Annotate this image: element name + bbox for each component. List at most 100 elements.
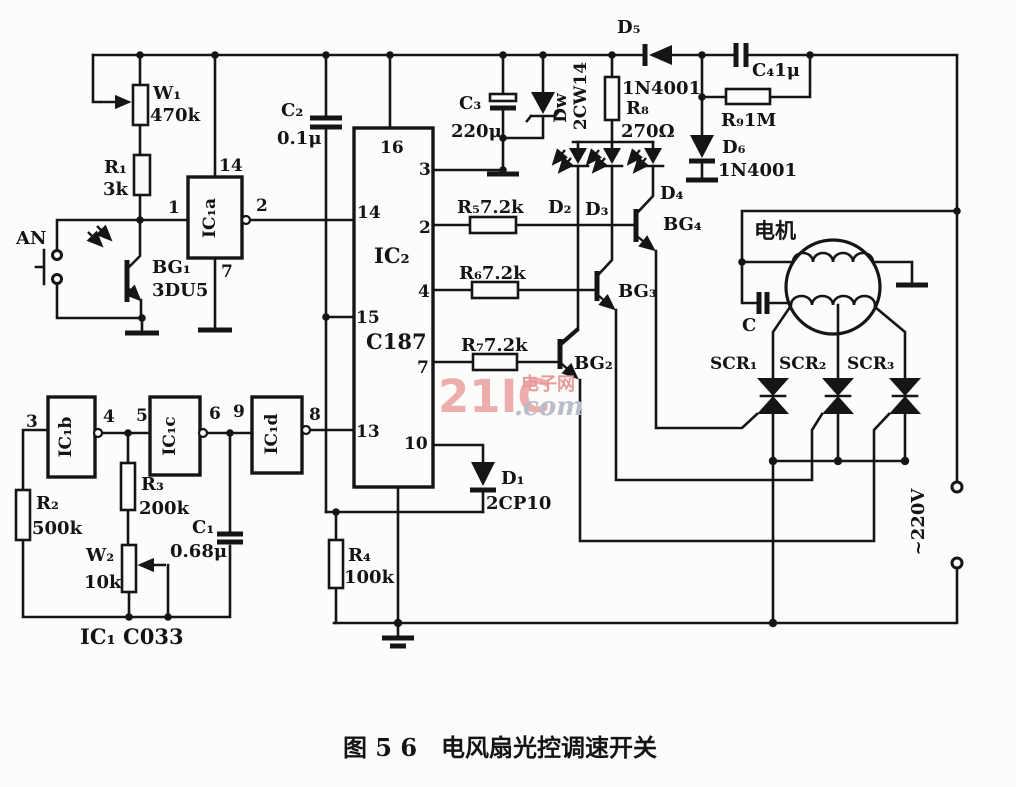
ic2-pin7: 7 — [417, 358, 429, 378]
r4-label: R₄ — [348, 545, 371, 566]
ic2-pin2: 2 — [419, 218, 431, 238]
wires — [21, 53, 959, 638]
d2-label: D₂ — [548, 197, 572, 218]
w1-label: W₁ — [152, 83, 181, 104]
bg1-value: 3DU5 — [152, 280, 208, 301]
c2-value: 0.1μ — [277, 128, 322, 149]
r1-label: R₁ — [104, 157, 127, 178]
an-label: AN — [15, 228, 46, 249]
osc-pin5: 5 — [136, 406, 148, 426]
resistor-r3 — [119, 461, 137, 512]
ic1d-gate — [250, 395, 312, 475]
r8-label: R₈ — [626, 98, 649, 119]
text-labels: AN W₁ 470k R₁ 3k BG₁ 3DU5 14 1 2 7 IC₁a … — [15, 17, 929, 649]
scr2-label: SCR₂ — [779, 354, 826, 374]
ic2-pin15: 15 — [356, 308, 380, 328]
resistor-r1 — [132, 153, 152, 197]
r3-label: R₃ — [141, 474, 164, 495]
diode-d6 — [689, 135, 715, 164]
ic2-chip — [352, 126, 435, 489]
ic2-pin13: 13 — [356, 422, 380, 442]
ic1a-label: IC₁a — [200, 198, 220, 238]
dw-value: 2CW14 — [571, 62, 591, 130]
c1-label: C₁ — [192, 517, 214, 538]
triac-scr3 — [889, 378, 921, 414]
resistor-r9 — [724, 87, 772, 106]
d6-value: 1N4001 — [718, 160, 797, 181]
ic2-pin4: 4 — [418, 282, 430, 302]
bg2-label: BG₂ — [574, 353, 613, 374]
capacitor-c4 — [733, 43, 749, 67]
ic2-pin10: 10 — [404, 434, 428, 454]
d4-label: D₄ — [660, 183, 684, 204]
ic1c-gate — [148, 395, 209, 477]
r6-label: R₆7.2k — [459, 263, 526, 284]
scr3-label: SCR₃ — [847, 354, 894, 374]
ic1a-pin14: 14 — [219, 156, 243, 176]
d3-label: D₃ — [585, 199, 609, 220]
resistor-r2 — [14, 488, 32, 542]
transistor-bg4 — [633, 209, 656, 252]
r1-value: 3k — [103, 179, 129, 200]
r2-value: 500k — [32, 518, 83, 539]
d1-value: 2CP10 — [486, 493, 551, 514]
resistor-r8 — [603, 75, 621, 122]
ground-symbols — [125, 171, 928, 649]
ic2-pin16: 16 — [380, 138, 404, 158]
c4-label: C₄1μ — [752, 60, 800, 81]
osc-pin6: 6 — [209, 404, 221, 424]
osc-pin8: 8 — [309, 405, 321, 425]
motor — [756, 238, 882, 336]
ic2-pin3: 3 — [419, 160, 431, 180]
watermark-brand: 21IC — [438, 370, 550, 423]
d1-label: D₁ — [501, 468, 525, 489]
transistor-bg3 — [594, 271, 616, 311]
ic1a-pin7: 7 — [221, 262, 233, 282]
w2-value: 10k — [84, 572, 122, 593]
ic1c-label: IC₁c — [160, 416, 180, 455]
led-d3 — [585, 148, 624, 174]
ac-terminal-bottom — [950, 556, 964, 570]
triac-scr2 — [822, 378, 854, 414]
ic2-pin14: 14 — [357, 203, 381, 223]
r8-value: 270Ω — [621, 121, 675, 142]
ic2-model: C187 — [366, 329, 427, 354]
triac-scr1 — [757, 378, 789, 414]
c2-label: C₂ — [281, 100, 303, 121]
dw-label: Dw — [551, 93, 571, 123]
pushbutton-an — [34, 248, 63, 286]
scr1-label: SCR₁ — [710, 354, 757, 374]
c3-label: C₃ — [459, 93, 481, 114]
r7-label: R₇7.2k — [461, 335, 528, 356]
bg1-label: BG₁ — [152, 257, 191, 278]
zener-dw — [525, 92, 561, 123]
led-d2 — [551, 148, 590, 174]
ic1b-label: IC₁b — [56, 416, 76, 457]
resistor-r4 — [327, 538, 345, 590]
diode-d1 — [470, 462, 496, 493]
motor-label: 电机 — [754, 218, 796, 243]
resistor-r6 — [470, 280, 520, 300]
ic1a-gate — [186, 175, 252, 260]
osc-pin4: 4 — [103, 407, 115, 427]
d6-label: D₆ — [722, 137, 746, 158]
bg4-label: BG₄ — [663, 214, 702, 235]
capacitor-c1 — [217, 531, 243, 545]
w2-label: W₂ — [85, 545, 114, 566]
ac-voltage-label: ~220V — [908, 488, 929, 556]
motor-cap-label: C — [742, 315, 756, 336]
capacitor-c-motor — [756, 292, 770, 314]
resistor-r7 — [471, 352, 519, 372]
r3-value: 200k — [139, 498, 190, 519]
ic1d-label: IC₁d — [262, 413, 282, 454]
r2-label: R₂ — [36, 493, 59, 514]
capacitor-c2 — [310, 115, 342, 130]
potentiometer-w1 — [100, 83, 150, 127]
watermark-site: 电子网 — [521, 373, 575, 395]
potentiometer-w2 — [120, 543, 166, 594]
junction-dots — [124, 51, 961, 628]
r4-value: 100k — [344, 567, 395, 588]
ic1a-pin2: 2 — [256, 196, 268, 216]
r5-label: R₅7.2k — [457, 197, 524, 218]
